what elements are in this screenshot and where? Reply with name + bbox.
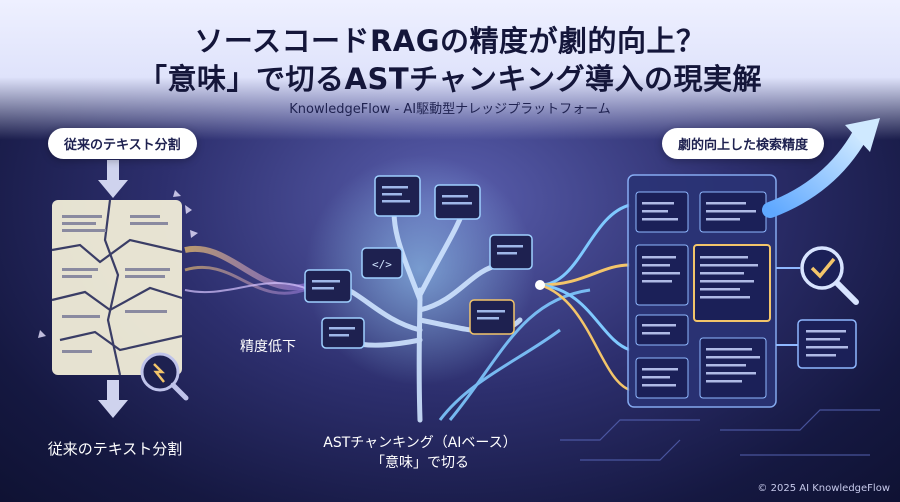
- broken-document-icon: [38, 190, 198, 376]
- search-results-panel: [627, 174, 777, 408]
- arrow-down-icon: [98, 380, 128, 418]
- circuit-lines: [560, 409, 880, 461]
- code-window-icon: </>: [304, 175, 533, 349]
- page-title-line1: ソースコードRAGの精度が劇的向上？: [194, 24, 706, 58]
- arrow-down-icon: [98, 160, 128, 198]
- ast-chunking-caption: ASTチャンキング（AIベース）: [323, 435, 517, 451]
- magnifier-check-icon: [776, 246, 859, 305]
- magnifier-error-icon: [140, 352, 189, 401]
- accuracy-drop-label: 精度低下: [240, 339, 296, 355]
- improved-accuracy-pill: 劇的向上した検索精度: [662, 128, 825, 159]
- degrading-flow-beam: [184, 245, 311, 295]
- growth-arrow-icon: [762, 118, 880, 218]
- copyright-notice: © 2025 AI KnowledgeFlow: [757, 483, 890, 494]
- improved-flow-beams: [535, 203, 631, 392]
- traditional-split-pill: 従来のテキスト分割: [48, 128, 197, 159]
- header-glow: [0, 0, 900, 140]
- page-title-line2: 「意味」で切るASTチャンキング導入の現実解: [138, 62, 762, 96]
- svg-text:</>: </>: [372, 258, 392, 271]
- result-document-icon: [776, 319, 857, 369]
- page-subtitle: KnowledgeFlow - AI駆動型ナレッジプラットフォーム: [289, 102, 611, 117]
- cut-by-meaning-caption: 「意味」で切る: [371, 455, 469, 471]
- traditional-split-caption: 従来のテキスト分割: [47, 440, 183, 458]
